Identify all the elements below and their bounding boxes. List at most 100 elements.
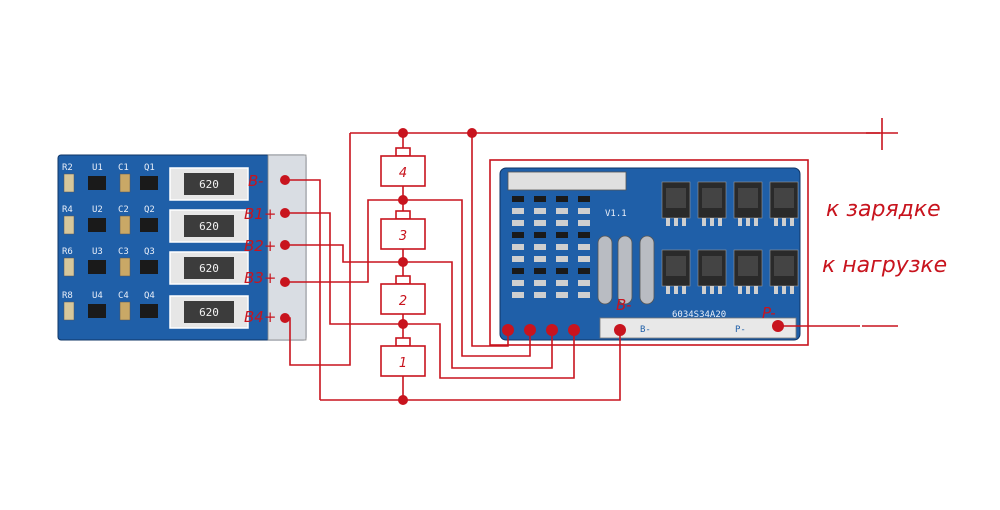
wire-bms-b3 bbox=[403, 199, 531, 357]
smd-part bbox=[534, 208, 546, 214]
mosfet bbox=[733, 181, 763, 226]
silk-label: C1 bbox=[118, 163, 129, 173]
resistor-body bbox=[184, 173, 234, 195]
balancer-pin-label: B4+ bbox=[244, 308, 276, 326]
mosfet-leg bbox=[738, 286, 742, 294]
mosfet-leg bbox=[790, 218, 794, 226]
label-load: к нагрузке bbox=[822, 253, 947, 278]
transistor bbox=[140, 176, 158, 190]
resistor-value: 620 bbox=[199, 178, 219, 191]
smd-part bbox=[512, 244, 524, 250]
wire-balancer-b3 bbox=[285, 199, 403, 283]
smd-part bbox=[534, 256, 546, 262]
shunt-resistor bbox=[639, 235, 655, 305]
wire-bms-b1 bbox=[403, 323, 575, 379]
mosfet-leg bbox=[754, 286, 758, 294]
mosfet-leg bbox=[702, 286, 706, 294]
smd-part bbox=[534, 280, 546, 286]
junction-node bbox=[398, 195, 408, 205]
transistor bbox=[140, 260, 158, 274]
bms-pad-dot bbox=[568, 324, 580, 336]
mosfet-leg bbox=[682, 218, 686, 226]
mosfet-leg bbox=[718, 286, 722, 294]
smd-capacitor bbox=[119, 257, 131, 277]
balancer-pin-dot bbox=[280, 175, 290, 185]
cells: 4 3 2 1 bbox=[380, 147, 426, 377]
mosfet-die bbox=[774, 256, 794, 276]
mosfet-leg bbox=[782, 218, 786, 226]
ic-chip bbox=[88, 218, 106, 232]
smd-part bbox=[556, 196, 568, 202]
bms-pad-dot bbox=[546, 324, 558, 336]
smd-part bbox=[556, 220, 568, 226]
mosfet-leg bbox=[666, 286, 670, 294]
transistor bbox=[140, 304, 158, 318]
silk-label: Q2 bbox=[144, 205, 155, 215]
mosfet-leg bbox=[782, 286, 786, 294]
mosfet-die bbox=[774, 188, 794, 208]
mosfet-leg bbox=[666, 218, 670, 226]
silk-label: C3 bbox=[118, 247, 129, 257]
cell-2 bbox=[380, 283, 426, 315]
cell-label: 4 bbox=[399, 166, 407, 181]
silk-label: U1 bbox=[92, 163, 103, 173]
balancer-pin-label: B- bbox=[248, 172, 263, 190]
label-charge: к зарядке bbox=[826, 197, 941, 222]
mosfet bbox=[661, 249, 691, 294]
silk-label: R8 bbox=[62, 291, 73, 301]
smd-resistor bbox=[63, 215, 75, 235]
bms-version: V1.1 bbox=[605, 209, 627, 219]
balancer-pin-dot bbox=[280, 277, 290, 287]
mosfet bbox=[733, 249, 763, 294]
junction-node bbox=[398, 128, 408, 138]
bms-board: V1.1 B- 6034S34A20 P- B- P- bbox=[489, 159, 809, 346]
smd-part bbox=[578, 220, 590, 226]
mosfet-die bbox=[702, 256, 722, 276]
bms-label-b: B- bbox=[616, 296, 631, 314]
cell-terminal bbox=[395, 147, 411, 157]
ic-chip bbox=[88, 176, 106, 190]
mosfet bbox=[769, 249, 799, 294]
mosfet-die bbox=[702, 188, 722, 208]
junction-node bbox=[467, 128, 477, 138]
bms-pad-p: P- bbox=[735, 325, 746, 335]
cell-terminal bbox=[395, 210, 411, 220]
bms-code: 6034S34A20 bbox=[672, 310, 726, 320]
cell-4 bbox=[380, 155, 426, 187]
mosfet-leg bbox=[754, 218, 758, 226]
smd-part bbox=[578, 208, 590, 214]
mosfet-leg bbox=[710, 218, 714, 226]
smd-part bbox=[534, 244, 546, 250]
mosfet-leg bbox=[790, 286, 794, 294]
mosfet-leg bbox=[702, 218, 706, 226]
cell-terminal bbox=[395, 337, 411, 347]
silk-label: U4 bbox=[92, 291, 103, 301]
silk-label: Q3 bbox=[144, 247, 155, 257]
mosfet bbox=[769, 181, 799, 226]
balancer-pin-label: B1+ bbox=[244, 205, 276, 223]
junction-node bbox=[398, 319, 408, 329]
transistor bbox=[140, 218, 158, 232]
silk-label: Q4 bbox=[144, 291, 155, 301]
mosfet-leg bbox=[674, 218, 678, 226]
ic-chip bbox=[88, 304, 106, 318]
smd-part bbox=[578, 196, 590, 202]
smd-part bbox=[534, 292, 546, 298]
smd-part bbox=[512, 232, 524, 238]
wire-balancer-b-minus bbox=[285, 179, 321, 400]
smd-part bbox=[578, 292, 590, 298]
bms-pad-b: B- bbox=[640, 325, 651, 335]
smd-resistor bbox=[63, 173, 75, 193]
shunt-resistor bbox=[597, 235, 613, 305]
mosfet-die bbox=[666, 188, 686, 208]
smd-part bbox=[556, 208, 568, 214]
cell-label: 3 bbox=[399, 229, 407, 244]
smd-part bbox=[578, 232, 590, 238]
mosfet-leg bbox=[746, 218, 750, 226]
mosfet-leg bbox=[774, 218, 778, 226]
